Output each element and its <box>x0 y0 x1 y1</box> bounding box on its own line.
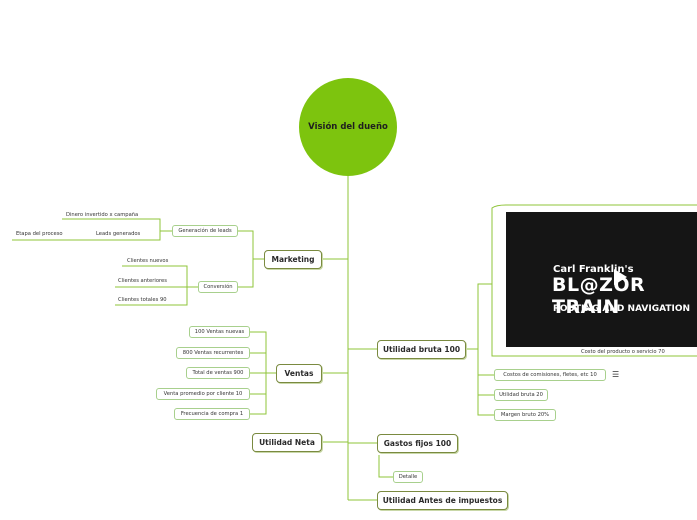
antes-impuestos-label: Utilidad Antes de impuestos <box>382 496 503 505</box>
node-utilidad-bruta[interactable]: Utilidad bruta 100 <box>377 340 466 359</box>
leaf-clientes-nuevos[interactable]: Clientes nuevos <box>127 258 169 264</box>
video-title-line3: ROUTING AND NAVIGATION <box>553 304 691 314</box>
ventas-item-label: Venta promedio por cliente 10 <box>163 391 243 397</box>
node-generacion-leads[interactable]: Generación de leads <box>172 225 238 237</box>
ventas-label: Ventas <box>284 369 314 378</box>
node-conversion[interactable]: Conversión <box>198 281 238 293</box>
leaf-clientes-totales[interactable]: Clientes totales 90 <box>118 297 167 303</box>
node-utilidad-neta[interactable]: Utilidad Neta <box>252 433 322 452</box>
link-v4 <box>250 373 267 395</box>
link-dinero <box>62 218 172 232</box>
node-gastos-fijos[interactable]: Gastos fijos 100 <box>377 434 458 453</box>
marketing-label: Marketing <box>271 255 315 264</box>
leaf-costo-producto[interactable]: Costo del producto o servicio 70 <box>581 349 665 355</box>
ventas-item[interactable]: 800 Ventas recurrentes <box>176 347 250 359</box>
ventas-item-label: Frecuencia de compra 1 <box>180 411 244 417</box>
link-leads <box>90 231 161 241</box>
ventas-item[interactable]: Frecuencia de compra 1 <box>174 408 250 420</box>
node-detalle[interactable]: Detalle <box>393 471 423 483</box>
leaf-clientes-anteriores[interactable]: Clientes anteriores <box>118 278 167 284</box>
ventas-item[interactable]: Venta promedio por cliente 10 <box>156 388 250 400</box>
conversion-label: Conversión <box>203 284 233 290</box>
ventas-item[interactable]: 100 Ventas nuevas <box>189 326 250 338</box>
link-v2 <box>250 352 267 373</box>
node-margen-bruto[interactable]: Margen bruto 20% <box>494 409 556 421</box>
leaf-dinero[interactable]: Dinero invertido x campaña <box>66 212 139 218</box>
generacion-label: Generación de leads <box>178 228 232 234</box>
costos-comisiones-label: Costos de comisiones, fletes, etc 10 <box>503 372 597 378</box>
video-thumbnail[interactable]: Carl Franklin's BL@ZOR TRAIN ROUTING AND… <box>506 212 697 347</box>
gastos-fijos-label: Gastos fijos 100 <box>383 439 452 448</box>
ventas-item-label: Total de ventas 900 <box>192 370 244 376</box>
node-utilidad-antes-impuestos[interactable]: Utilidad Antes de impuestos <box>377 491 508 510</box>
play-icon[interactable] <box>614 269 627 285</box>
ventas-item[interactable]: Total de ventas 900 <box>186 367 250 379</box>
link-v5 <box>250 373 267 415</box>
node-marketing[interactable]: Marketing <box>264 250 322 269</box>
note-icon[interactable]: ☰ <box>612 370 620 379</box>
link-nuevos <box>122 265 198 288</box>
node-utilidad-bruta-20[interactable]: Utilidad bruta 20 <box>494 389 548 401</box>
utilidad-bruta-20-label: Utilidad bruta 20 <box>499 392 543 398</box>
node-costos-comisiones[interactable]: Costos de comisiones, fletes, etc 10 <box>494 369 606 381</box>
link-detalle <box>378 455 393 478</box>
utilidad-bruta-label: Utilidad bruta 100 <box>382 345 461 354</box>
leaf-etapa[interactable]: Etapa del proceso <box>16 231 63 237</box>
node-ventas[interactable]: Ventas <box>276 364 322 383</box>
link-video <box>466 204 697 350</box>
ventas-item-label: 100 Ventas nuevas <box>194 329 245 335</box>
link-margen <box>477 349 494 416</box>
link-totales <box>115 287 188 306</box>
link-video-bottom <box>491 284 697 357</box>
video-title-line1: Carl Franklin's <box>553 264 634 275</box>
utilidad-neta-label: Utilidad Neta <box>259 438 315 447</box>
root-label: Visión del dueño <box>308 122 388 132</box>
leaf-leads[interactable]: Leads generados <box>96 231 141 237</box>
detalle-label: Detalle <box>398 474 418 480</box>
margen-bruto-label: Margen bruto 20% <box>500 412 550 418</box>
root-node[interactable]: Visión del dueño <box>299 78 397 176</box>
ventas-item-label: 800 Ventas recurrentes <box>182 350 244 356</box>
